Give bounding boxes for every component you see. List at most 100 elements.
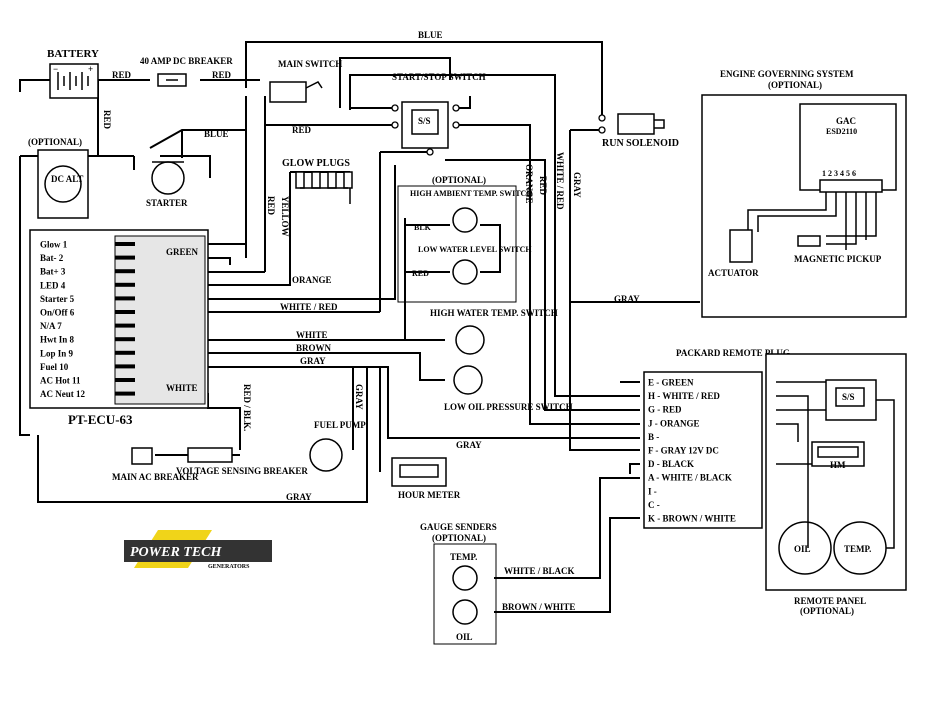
- start-stop-switch: S/S START/STOP SWITCH: [391, 72, 486, 156]
- oil-gauge-label: OIL: [794, 544, 811, 554]
- ecu-pin-label: Fuel 10: [40, 362, 69, 372]
- remote-ss-label: S/S: [842, 392, 855, 402]
- wire-gray-gov: GRAY: [614, 294, 640, 304]
- wire-orange: ORANGE: [292, 275, 332, 285]
- main-ac-breaker: MAIN AC BREAKER: [112, 447, 199, 482]
- oil-sender-label: OIL: [456, 632, 473, 642]
- wire-blue-top: BLUE: [418, 30, 443, 40]
- ecu-pin-terminal: [115, 310, 135, 314]
- packard-pin-label: J - ORANGE: [648, 418, 700, 428]
- battery: BATTERY − +: [47, 48, 99, 99]
- wire-white: WHITE: [296, 330, 328, 340]
- optional-switches: (OPTIONAL) HIGH AMBIENT TEMP. SWITCH BLK…: [397, 175, 533, 303]
- brand-text: POWER TECH: [130, 545, 223, 560]
- wire-red-batt: RED: [112, 70, 132, 80]
- hm-label: HM: [830, 460, 846, 470]
- main-switch-label: MAIN SWITCH: [278, 59, 342, 69]
- ecu-pin-label: AC Hot 11: [40, 376, 81, 386]
- wire-labels: BLUE RED RED RED BLUE RED GREEN RED YELL…: [102, 30, 640, 612]
- remote-panel-label: REMOTE PANEL: [794, 596, 866, 606]
- voltage-sensing-breaker: VOLTAGE SENSING BREAKER: [176, 447, 308, 476]
- battery-label: BATTERY: [47, 48, 99, 60]
- ss-label: S/S: [418, 116, 431, 126]
- packard-pin-label: D - BLACK: [648, 459, 694, 469]
- packard-pin-label: I -: [648, 486, 657, 496]
- gauge-senders-optional: (OPTIONAL): [432, 533, 486, 543]
- dc-breaker: 40 AMP DC BREAKER: [140, 56, 233, 87]
- wire-red-main: RED: [292, 125, 312, 135]
- ecu-pin-terminal: [115, 337, 135, 342]
- starter-label: STARTER: [146, 198, 188, 208]
- wire-red-v: RED: [538, 176, 548, 196]
- high-water-temp-switch: HIGH WATER TEMP. SWITCH: [430, 308, 558, 355]
- low-water-label: LOW WATER LEVEL SWITCH: [418, 245, 532, 254]
- dc-alt-optional: (OPTIONAL): [28, 137, 82, 147]
- wire-red-glow: RED: [266, 196, 276, 216]
- ecu-pin-terminal: [115, 391, 135, 396]
- ecu-pin-terminal: [115, 296, 135, 301]
- packard-pin-label: E - GREEN: [648, 378, 694, 388]
- remote-panel: S/S HM OIL TEMP. REMOTE PANEL (OPTIONAL): [765, 353, 907, 616]
- main-switch: MAIN SWITCH: [269, 59, 342, 103]
- fuel-pump: FUEL PUMP: [309, 420, 366, 472]
- gac-pins-label: 1 2 3 4 5 6: [822, 169, 856, 178]
- ecu-pin-label: Bat+ 3: [40, 267, 66, 277]
- high-ambient-label: HIGH AMBIENT TEMP. SWITCH: [410, 189, 533, 198]
- ecu-pin-terminal: [115, 364, 135, 369]
- ecu-pin-label: Starter 5: [40, 294, 75, 304]
- ecu-pin-terminal: [115, 282, 135, 287]
- low-oil-label: LOW OIL PRESSURE SWITCH: [444, 402, 573, 412]
- ecu-pin-terminal: [115, 350, 135, 355]
- ecu-pin-label: Bat- 2: [40, 253, 64, 263]
- wire-yellow: YELLOW: [280, 196, 290, 237]
- ecu-pin-label: Hwt In 8: [40, 335, 75, 345]
- brand-sub: GENERATORS: [208, 564, 250, 570]
- ecu-pin-terminal: [115, 323, 135, 328]
- wire-gray-bottom: GRAY: [286, 492, 312, 502]
- wire-blue-starter: BLUE: [204, 129, 229, 139]
- ecu-pin-label: On/Off 6: [40, 308, 75, 318]
- packard-pin-label: F - GRAY 12V DC: [648, 446, 719, 456]
- wire-white-red: WHITE / RED: [280, 302, 338, 312]
- packard-title: PACKARD REMOTE PLUG: [676, 348, 790, 358]
- hour-meter-label: HOUR METER: [398, 490, 461, 500]
- packard-pin-label: H - WHITE / RED: [648, 391, 720, 401]
- remote-panel-optional: (OPTIONAL): [800, 606, 854, 616]
- battery-minus: −: [53, 64, 58, 74]
- actuator-label: ACTUATOR: [708, 268, 759, 278]
- ecu-pin-label: Lop In 9: [40, 348, 74, 358]
- ecu-pin-label: AC Neut 12: [40, 389, 85, 399]
- wire-gray-fuel: GRAY: [354, 384, 364, 410]
- low-oil-pressure-switch: LOW OIL PRESSURE SWITCH: [444, 365, 573, 412]
- esd-label: ESD2110: [826, 127, 857, 136]
- powertech-logo: POWER TECH GENERATORS: [124, 530, 272, 570]
- gac-label: GAC: [836, 116, 856, 126]
- hour-meter: HOUR METER: [391, 457, 461, 500]
- wire-red-vertical: RED: [102, 110, 112, 130]
- wire-gray-ecu: GRAY: [300, 356, 326, 366]
- ecu-label: PT-ECU-63: [68, 412, 133, 427]
- ecu-pin-label: N/A 7: [40, 321, 62, 331]
- start-stop-label: START/STOP SWITCH: [392, 72, 486, 82]
- packard-pin-label: C -: [648, 500, 660, 510]
- ecu-pin-label: Glow 1: [40, 240, 68, 250]
- voltage-sensing-label: VOLTAGE SENSING BREAKER: [176, 466, 308, 476]
- main-ac-breaker-label: MAIN AC BREAKER: [112, 472, 199, 482]
- temp-sender-label: TEMP.: [450, 552, 477, 562]
- battery-plus: +: [88, 64, 93, 74]
- gauge-senders: GAUGE SENDERS (OPTIONAL) TEMP. OIL: [420, 522, 497, 645]
- packard-pin-label: B -: [648, 432, 659, 442]
- run-solenoid-label: RUN SOLENOID: [602, 138, 679, 149]
- packard-remote-plug: PACKARD REMOTE PLUG: [643, 348, 790, 529]
- fuel-pump-label: FUEL PUMP: [314, 420, 366, 430]
- high-water-temp-label: HIGH WATER TEMP. SWITCH: [430, 308, 558, 318]
- ecu-pin-terminal: [115, 242, 135, 246]
- wire-red-breaker: RED: [212, 70, 232, 80]
- run-solenoid: RUN SOLENOID: [598, 113, 679, 149]
- temp-gauge-label: TEMP.: [844, 544, 871, 554]
- ecu-pin-terminal: [115, 378, 135, 382]
- blk-label: BLK: [414, 223, 432, 232]
